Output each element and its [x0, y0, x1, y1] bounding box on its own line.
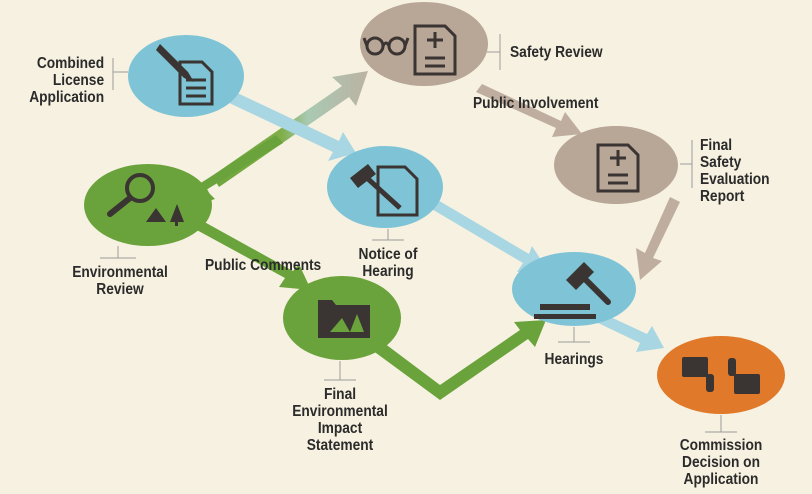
label-combined-license: Combined License Application — [29, 55, 105, 106]
label-connectors — [100, 34, 737, 433]
node-notice-of-hearing — [327, 146, 443, 228]
label-final-eis: Final Environmental Impact Statement — [292, 386, 388, 454]
node-commission-decision — [657, 336, 785, 414]
label-notice-of-hearing: Notice of Hearing — [358, 246, 418, 280]
glasses-document-icon — [362, 24, 457, 76]
node-final-safety-report — [554, 126, 678, 204]
plus-minus-document-icon — [596, 143, 640, 193]
label-public-comments: Public Comments — [205, 257, 322, 274]
gavel-block-icon — [534, 262, 611, 319]
arrow-license-to-notice — [206, 81, 356, 161]
gavel-document-icon — [350, 164, 419, 217]
pen-document-icon — [156, 44, 214, 106]
thumbs-down-up-icon — [682, 357, 760, 394]
arrow-hearings-to-decision — [596, 314, 664, 352]
label-commission-decision: Commission Decision on Application — [679, 437, 763, 488]
arrow-notice-to-hearings — [430, 199, 548, 272]
arrow-safety-to-report — [476, 84, 582, 137]
node-hearings — [512, 252, 636, 326]
node-environmental-review — [84, 164, 212, 246]
label-public-involvement: Public Involvement — [473, 95, 599, 112]
label-environmental-review: Environmental Review — [72, 264, 168, 298]
label-hearings: Hearings — [544, 351, 604, 368]
arrow-to-environmental-review — [186, 135, 283, 208]
flow-arrows — [182, 71, 680, 400]
label-safety-review: Safety Review — [510, 44, 603, 61]
node-safety-review — [360, 2, 488, 86]
folder-landscape-icon — [318, 300, 370, 338]
arrow-env-to-eis — [182, 214, 311, 290]
arrow-eis-to-hearings — [372, 320, 546, 400]
label-final-safety-report: Final Safety Evaluation Report — [700, 137, 770, 205]
magnifier-landscape-icon — [107, 173, 184, 226]
node-combined-license — [128, 35, 244, 117]
arrow-report-to-hearings — [636, 197, 680, 280]
node-final-eis — [283, 276, 401, 360]
